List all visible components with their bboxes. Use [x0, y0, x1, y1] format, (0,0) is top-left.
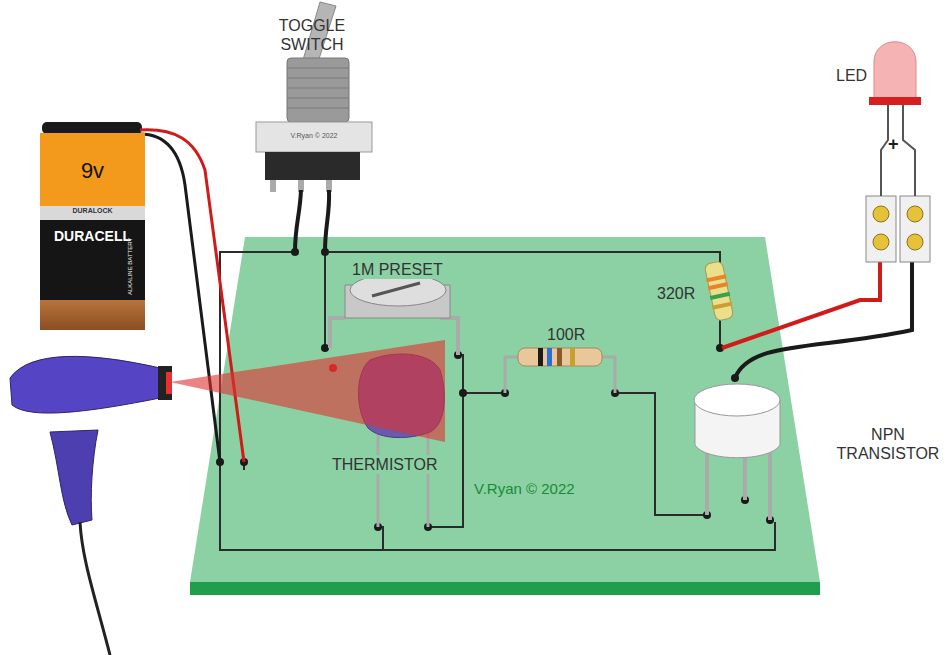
battery-9v: 9vDURALOCK DURACELLALKALINE BATTERY — [40, 133, 145, 330]
preset-label: 1M PRESET — [350, 260, 445, 279]
resistor-320r — [704, 261, 734, 321]
led-connector — [722, 104, 930, 378]
battery-brand: DURACELL — [54, 229, 131, 244]
hair-dryer — [10, 340, 445, 655]
resistor-label: 100R — [545, 325, 587, 344]
battery-brand-line: DURALOCK — [72, 207, 112, 215]
thermistor-label: THERMISTOR — [330, 455, 439, 474]
circuit-board — [190, 237, 820, 582]
npn-transistor — [694, 384, 780, 520]
battery-type: ALKALINE BATTERY — [128, 238, 135, 295]
board-watermark: V.Ryan © 2022 — [472, 480, 577, 498]
resistor-label: 320R — [655, 284, 697, 303]
polarity-mark: + — [888, 134, 899, 155]
led — [869, 42, 921, 105]
battery-voltage: 9v — [81, 159, 104, 183]
board-edge — [190, 582, 820, 595]
led-label: LED — [836, 66, 867, 85]
battery-black-wire — [140, 134, 220, 462]
transistor-label: NPN TRANSISTOR — [833, 425, 943, 463]
toggle-switch — [256, 2, 372, 252]
switch-watermark: V.Ryan © 2022 — [291, 131, 338, 141]
resistor-100r — [505, 348, 615, 393]
battery-red-wire — [140, 130, 244, 462]
switch-label: TOGGLE SWITCH — [267, 16, 357, 54]
